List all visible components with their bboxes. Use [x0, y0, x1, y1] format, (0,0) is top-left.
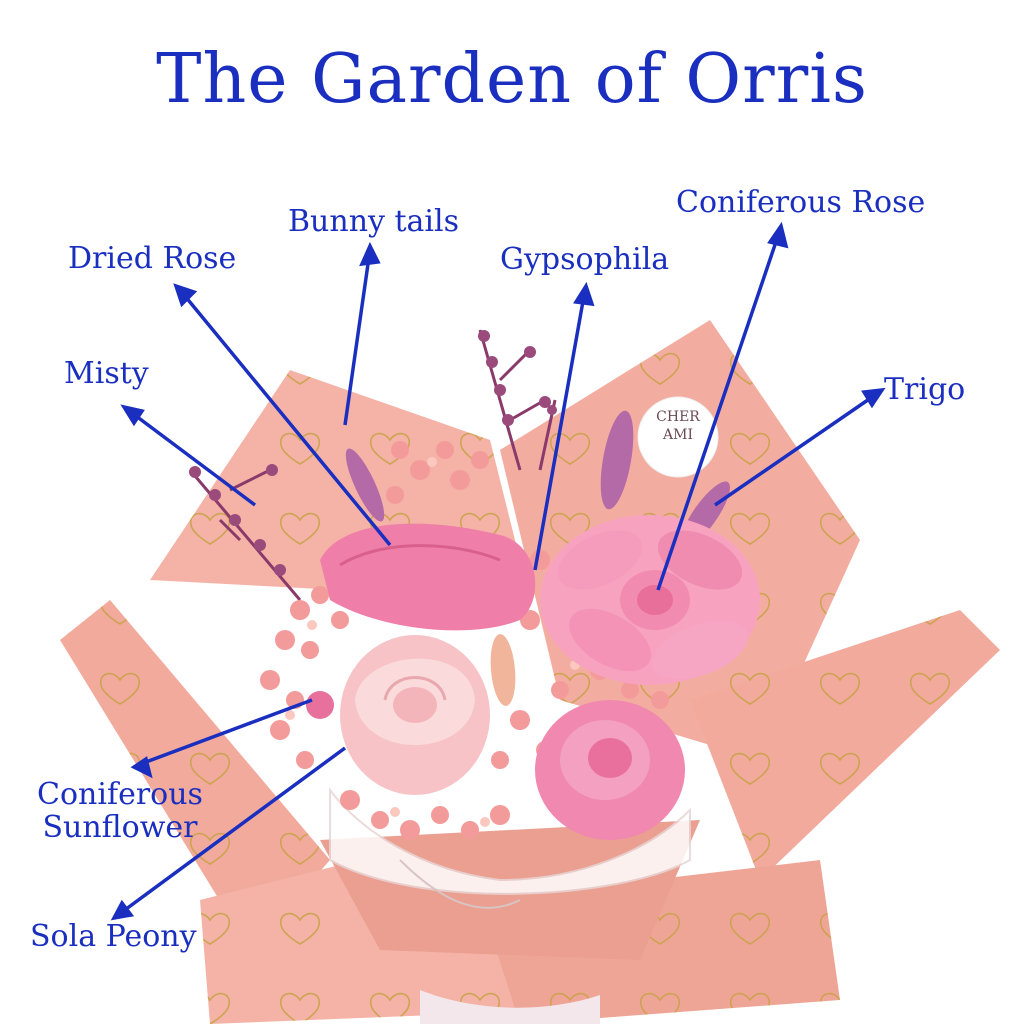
label-sola-peony: Sola Peony — [30, 919, 197, 954]
page-title: The Garden of Orris — [156, 40, 868, 119]
lace-ribbon — [329, 787, 691, 1024]
dried-rose — [320, 523, 536, 631]
coniferous-sunflower — [306, 691, 334, 719]
label-coniferous-rose: Coniferous Rose — [676, 185, 926, 220]
misty-sprigs — [188, 329, 557, 601]
label-coniferous-sunflower-line2: Sunflower — [42, 810, 198, 845]
annotation-arrows — [110, 221, 886, 921]
label-gypsophila: Gypsophila — [500, 242, 670, 277]
label-trigo: Trigo — [884, 372, 966, 407]
label-coniferous-sunflower: Coniferous Sunflower — [30, 778, 210, 844]
label-dried-rose: Dried Rose — [68, 241, 237, 276]
sticker-text: CHER AMI — [650, 408, 706, 444]
label-bunny-tails: Bunny tails — [288, 204, 460, 239]
sola-peony — [340, 635, 490, 795]
label-coniferous-sunflower-line1: Coniferous — [37, 777, 203, 812]
bunny-tail — [490, 634, 516, 706]
sticker-line2: AMI — [663, 427, 693, 444]
label-misty: Misty — [64, 356, 149, 391]
sticker-line1: CHER — [656, 409, 700, 425]
brand-sticker — [637, 396, 719, 478]
wrapping-paper — [60, 320, 1000, 1024]
pink-rose — [535, 700, 685, 840]
coniferous-rose — [540, 515, 760, 685]
